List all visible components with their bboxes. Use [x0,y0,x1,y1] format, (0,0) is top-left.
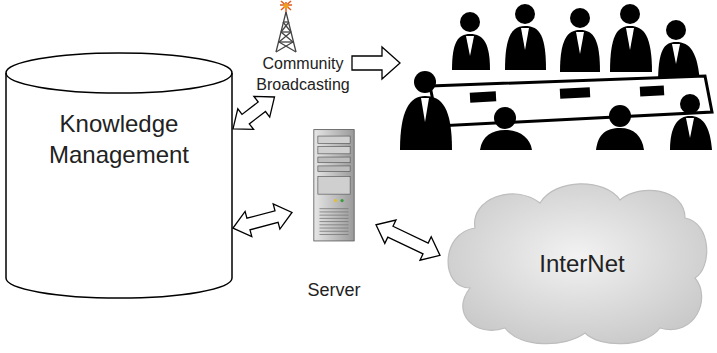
broadcast-arrow [352,47,400,79]
double-arrow [233,96,275,129]
database-cylinder: Knowledge Management [5,52,233,300]
server-node: Server [292,128,376,304]
meeting-illustration [400,4,712,150]
node-label: InterNet [452,248,712,279]
server-icon [292,128,376,270]
internet-cloud: InterNet [440,178,712,350]
double-arrow [233,204,292,237]
node-label: Server [292,279,376,302]
cylinder-outline [5,52,233,300]
node-label: Community Broadcasting [246,54,360,96]
broadcast-tower [276,12,296,52]
antenna-signal [280,1,292,12]
broadcast-label-box: Community Broadcasting [246,52,360,97]
node-label: Knowledge Management [15,108,223,170]
double-arrow [376,220,440,260]
